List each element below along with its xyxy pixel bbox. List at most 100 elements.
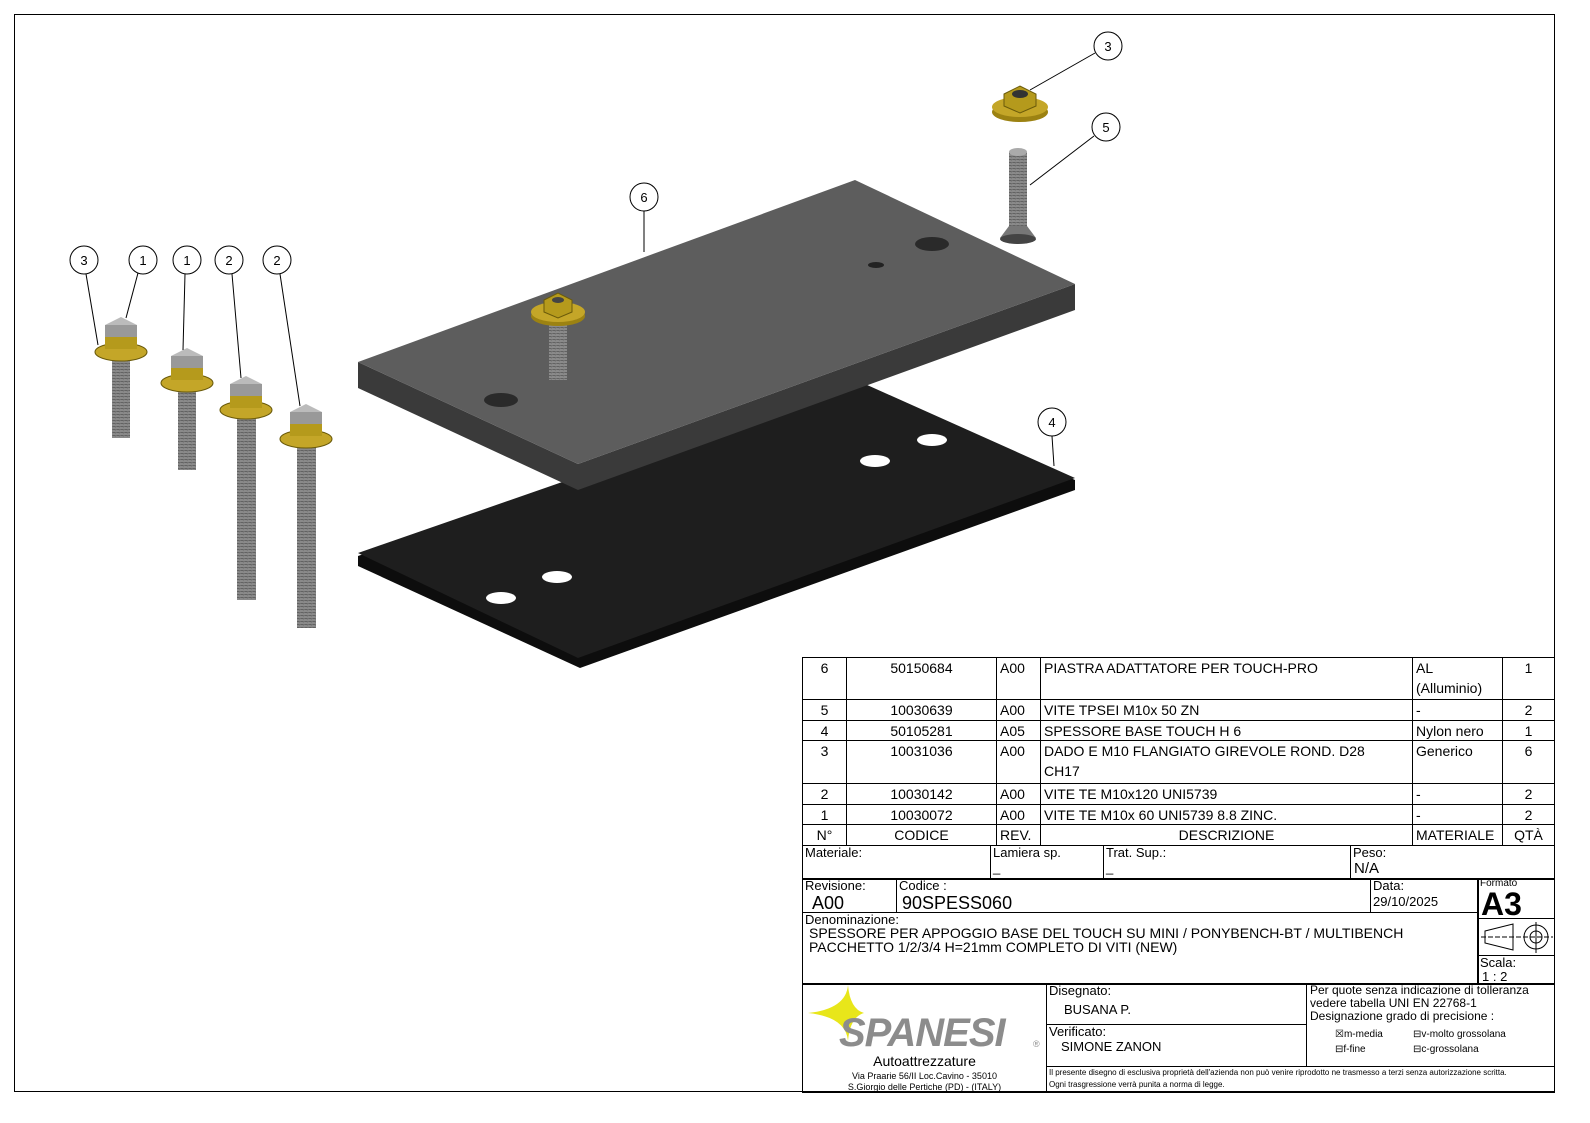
- item-balloons: 3 1 1 2 2 6 3 5 4: [69, 31, 1123, 437]
- bom-desc: VITE TE M10x 60 UNI5739 8.8 ZINC.: [1040, 804, 1413, 825]
- bom-header: QTÀ: [1502, 824, 1555, 846]
- bom-rev: A00: [996, 699, 1041, 721]
- bom-qty: 2: [1502, 783, 1555, 805]
- balloon-label: 4: [1048, 415, 1055, 430]
- denominazione-label: Denominazione:: [805, 912, 899, 927]
- balloon: 3: [69, 245, 99, 275]
- trat-label: Trat. Sup.:: [1106, 845, 1167, 860]
- company-address: Via Praarie 56/II Loc.Cavino - 35010: [852, 1071, 997, 1081]
- precision-option-m[interactable]: ☒m-media: [1335, 1029, 1383, 1041]
- bom-header: CODICE: [846, 824, 997, 846]
- balloon: 1: [128, 245, 158, 275]
- tolerance-note: Per quote senza indicazione di tolleranz…: [1310, 983, 1529, 997]
- bom-qty: 2: [1502, 699, 1555, 721]
- tolerance-note: Designazione grado di precisione :: [1310, 1009, 1495, 1023]
- disegnato-value: BUSANA P.: [1064, 1002, 1131, 1017]
- bom-code: 10030142: [846, 783, 997, 805]
- balloon: 3: [1093, 31, 1123, 61]
- formato-value: A3: [1481, 886, 1522, 922]
- legal-notice: Il presente disegno di esclusiva proprie…: [1049, 1068, 1507, 1077]
- option-label: m-media: [1343, 1029, 1383, 1040]
- bom-qty: 2: [1502, 804, 1555, 825]
- precision-option-f[interactable]: ⊟f-fine: [1335, 1044, 1366, 1056]
- drawing-frame: [14, 14, 1555, 1092]
- balloon-label: 3: [1104, 39, 1111, 54]
- first-angle-projection-icon: [1481, 922, 1553, 953]
- bom-rev: A00: [996, 740, 1041, 784]
- company-logo-text: SPANESI: [839, 1011, 1006, 1055]
- bom-n: 5: [802, 699, 847, 721]
- precision-option-c[interactable]: ⊟c-grossolana: [1413, 1044, 1479, 1056]
- bom-desc-line: CH17: [1044, 763, 1080, 779]
- bom-rev: A05: [996, 720, 1041, 741]
- bom-header: N°: [802, 824, 847, 846]
- scala-value: 1 : 2: [1482, 969, 1508, 984]
- denominazione-line: SPESSORE PER APPOGGIO BASE DEL TOUCH SU …: [809, 925, 1404, 941]
- codice-label: Codice :: [899, 878, 947, 893]
- balloon: 2: [214, 245, 244, 275]
- bom-desc: PIASTRA ADATTATORE PER TOUCH-PRO: [1040, 657, 1413, 700]
- option-label: c-grossolana: [1421, 1044, 1479, 1055]
- bom-mat: AL(Alluminio): [1412, 657, 1503, 700]
- precision-option-v[interactable]: ⊟v-molto grossolana: [1413, 1029, 1506, 1041]
- countersunk-screw-5: [1000, 148, 1036, 244]
- data-label: Data:: [1373, 878, 1405, 893]
- balloon: 1: [172, 245, 202, 275]
- bom-mat: -: [1412, 783, 1503, 805]
- verificato-value: SIMONE ZANON: [1061, 1039, 1162, 1054]
- revisione-label: Revisione:: [805, 878, 866, 893]
- company-address: S.Giorgio delle Pertiche (PD) - (ITALY): [847, 1082, 1002, 1092]
- adapter-plate: [358, 180, 1075, 490]
- checkbox-checked-icon: ☒: [1335, 1029, 1344, 1040]
- bom-qty: 1: [1502, 657, 1555, 700]
- bom-n: 2: [802, 783, 847, 805]
- materiale-label: Materiale:: [805, 845, 863, 860]
- registered-icon: ®: [1033, 1039, 1040, 1049]
- peso-value: N/A: [1354, 860, 1380, 877]
- bom-code: 50105281: [846, 720, 997, 741]
- data-value: 29/10/2025: [1373, 894, 1439, 909]
- company-subtitle: Autoattrezzature: [873, 1053, 976, 1069]
- projection-symbol-cell: [1477, 918, 1555, 956]
- balloon-label: 1: [139, 253, 146, 268]
- bom-header: REV.: [996, 824, 1041, 846]
- legal-notice-cell: [1046, 1066, 1555, 1093]
- balloon-label: 6: [640, 190, 647, 205]
- scala-label: Scala:: [1480, 955, 1517, 970]
- logo-star-icon: [808, 985, 864, 1041]
- bom-n: 4: [802, 720, 847, 741]
- left-bolts: [94, 317, 333, 628]
- bom-mat: -: [1412, 699, 1503, 721]
- flange-nut-3: [992, 85, 1048, 122]
- bom-n: 6: [802, 657, 847, 700]
- verificato-label: Verificato:: [1049, 1024, 1107, 1039]
- balloon-label: 5: [1102, 120, 1109, 135]
- trat-value: _: [1106, 860, 1114, 875]
- bom-mat-line: AL: [1416, 660, 1434, 676]
- balloon: 2: [262, 245, 292, 275]
- checkbox-icon: ⊟: [1335, 1044, 1344, 1055]
- bom-mat: -: [1412, 804, 1503, 825]
- revisione-value: A00: [812, 893, 845, 913]
- bolt-on-plate: [531, 292, 585, 380]
- leader-lines: [85, 52, 1096, 467]
- checkbox-icon: ⊟: [1413, 1044, 1422, 1055]
- balloon-label: 3: [80, 253, 87, 268]
- bom-desc: VITE TE M10x120 UNI5739: [1040, 783, 1413, 805]
- peso-label: Peso:: [1353, 845, 1387, 860]
- lamiera-label: Lamiera sp.: [993, 845, 1061, 860]
- tolerance-note: vedere tabella UNI EN 22768-1: [1310, 996, 1477, 1010]
- balloon: 5: [1091, 112, 1121, 142]
- codice-value: 90SPESS060: [902, 893, 1013, 913]
- bom-rev: A00: [996, 783, 1041, 805]
- bom-header: DESCRIZIONE: [1040, 824, 1413, 846]
- option-label: v-molto grossolana: [1421, 1029, 1506, 1040]
- bom-rev: A00: [996, 804, 1041, 825]
- balloon-label: 2: [225, 253, 232, 268]
- disegnato-label: Disegnato:: [1049, 983, 1112, 998]
- bom-n: 1: [802, 804, 847, 825]
- bom-code: 50150684: [846, 657, 997, 700]
- bom-desc-line: DADO E M10 FLANGIATO GIREVOLE ROND. D28: [1044, 743, 1365, 759]
- bom-n: 3: [802, 740, 847, 784]
